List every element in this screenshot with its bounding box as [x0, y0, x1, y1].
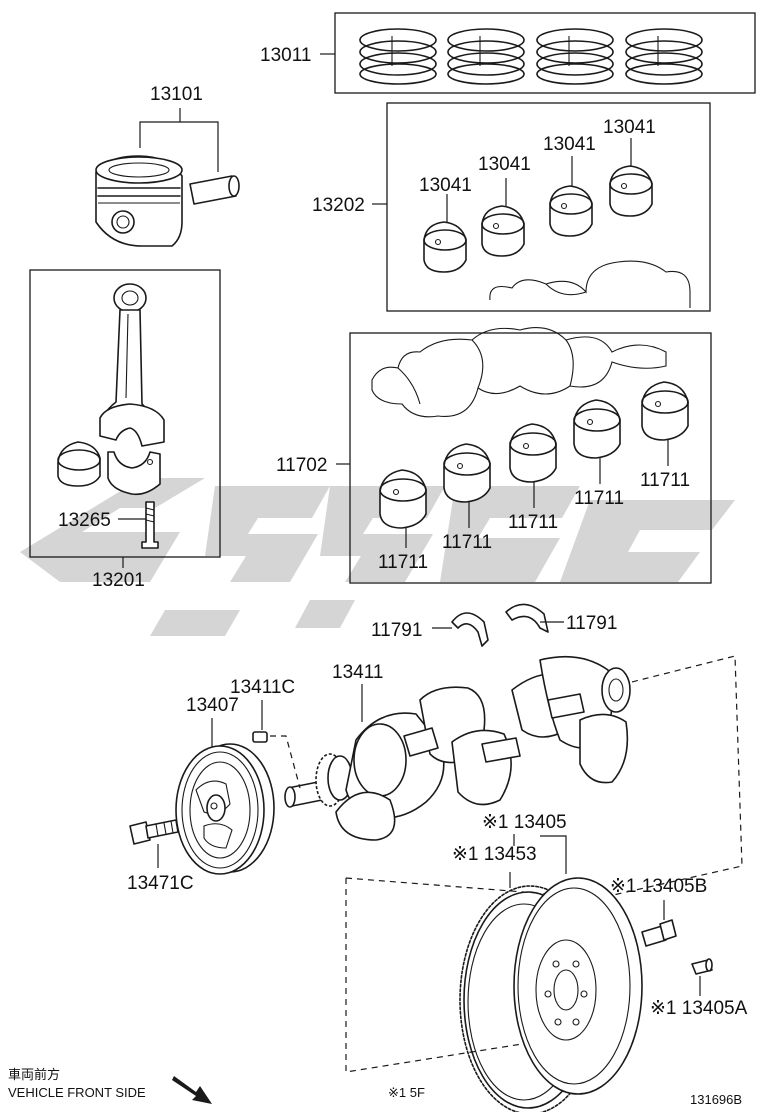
piston-ring-set[interactable]	[359, 28, 703, 85]
label-main-bearing-2[interactable]: 11711	[442, 532, 492, 553]
label-rod-bearing-3[interactable]: 13041	[543, 134, 596, 155]
connecting-rod[interactable]	[99, 283, 165, 447]
rod-bearing-1[interactable]	[423, 221, 467, 273]
footer: 車両前方 VEHICLE FRONT SIDE ※1 5F 131696B	[8, 1067, 742, 1107]
piston-ring-set-frame	[334, 12, 756, 94]
label-thrust-washer-left[interactable]: 11791	[371, 620, 422, 641]
piston-ring-4	[625, 28, 703, 85]
piston-group: 13101	[95, 84, 240, 247]
vehicle-front-en: VEHICLE FRONT SIDE	[8, 1085, 146, 1100]
label-rod-bearing-4[interactable]: 13041	[603, 117, 656, 138]
connecting-rod-group: 13265 13201	[29, 269, 221, 591]
label-rod-bearing-2[interactable]: 13041	[478, 154, 531, 175]
rod-bearing-4[interactable]	[609, 165, 653, 217]
label-crankshaft[interactable]: 13411	[332, 662, 383, 683]
label-flywheel-bolt[interactable]: ※1 13405B	[610, 876, 707, 897]
pulley-bolt[interactable]	[129, 819, 179, 845]
piston-ring-1	[359, 28, 437, 85]
rod-bearing-upper[interactable]	[57, 441, 101, 487]
label-piston[interactable]: 13101	[150, 84, 203, 105]
label-rod-bearing-set[interactable]: 13202	[312, 195, 365, 216]
thrust-washer-left[interactable]	[451, 612, 489, 647]
vehicle-front-jp: 車両前方	[8, 1067, 60, 1082]
label-main-bearing-3[interactable]: 11711	[508, 512, 558, 533]
label-main-bearing-set[interactable]: 11702	[276, 455, 327, 476]
crankshaft-group: 13411	[284, 655, 743, 899]
rod-bearing-set-group: 13202 13041 13041 13041	[312, 102, 711, 312]
piston-pin[interactable]	[189, 175, 240, 205]
flywheel-pin[interactable]	[691, 958, 713, 975]
piston-ring-2	[447, 28, 525, 85]
label-piston-ring-set[interactable]: 13011	[260, 45, 311, 66]
label-rod-bearing-1[interactable]: 13041	[419, 175, 472, 196]
main-bearing-4[interactable]	[573, 399, 621, 459]
rod-cap[interactable]	[107, 451, 161, 496]
flywheel[interactable]	[513, 877, 643, 1095]
pulley-key-group: 13411C	[230, 677, 301, 789]
footnote: ※1 5F	[388, 1085, 425, 1100]
flywheel-bolt[interactable]	[641, 919, 677, 947]
pulley-bolt-group: 13471C	[127, 819, 194, 894]
label-thrust-washer-right[interactable]: 11791	[566, 613, 617, 634]
thrust-washer-group: 11791 11791	[371, 603, 617, 647]
connecting-rod-frame	[29, 269, 221, 558]
main-bearing-set-group: 11702 11711 11711 11711	[276, 327, 712, 584]
label-connecting-rod[interactable]: 13201	[92, 570, 145, 591]
label-flywheel[interactable]: ※1 13405	[482, 812, 567, 833]
rod-bearing-2[interactable]	[481, 205, 525, 257]
piston[interactable]	[95, 155, 183, 247]
main-bearing-5[interactable]	[641, 381, 689, 441]
label-crankshaft-pulley[interactable]: 13407	[186, 695, 239, 716]
crankshaft[interactable]	[284, 655, 631, 841]
main-bearing-1[interactable]	[379, 469, 427, 529]
flywheel-group: ※1 13405 ※1 13453 ※1 13405B	[345, 812, 748, 1112]
label-rod-bolt[interactable]: 13265	[58, 510, 111, 531]
rod-bearing-set-frame	[386, 102, 711, 312]
label-main-bearing-1[interactable]: 11711	[378, 552, 428, 573]
crankshaft-pulley[interactable]	[175, 743, 275, 875]
main-bearing-set-frame	[349, 332, 712, 584]
label-flywheel-pin[interactable]: ※1 13405A	[650, 998, 748, 1019]
piston-ring-set-group: 13011	[260, 12, 756, 94]
piston-ring-3	[536, 28, 614, 85]
label-pulley-key[interactable]: 13411C	[230, 677, 295, 698]
main-bearing-2[interactable]	[443, 443, 491, 503]
diagram-code: 131696B	[690, 1092, 742, 1107]
label-ring-gear[interactable]: ※1 13453	[452, 844, 537, 865]
label-main-bearing-5[interactable]: 11711	[640, 470, 690, 491]
label-pulley-bolt[interactable]: 13471C	[127, 873, 194, 894]
front-arrow-icon	[172, 1076, 212, 1104]
pulley-key[interactable]	[252, 731, 268, 743]
main-bearing-3[interactable]	[509, 423, 557, 483]
thrust-washer-right[interactable]	[505, 603, 549, 633]
crankshaft-pulley-group: 13407	[175, 695, 275, 875]
label-main-bearing-4[interactable]: 11711	[574, 488, 624, 509]
rod-bolt[interactable]	[141, 501, 159, 549]
rod-bearing-3[interactable]	[549, 185, 593, 237]
watermark-logo	[20, 478, 735, 636]
